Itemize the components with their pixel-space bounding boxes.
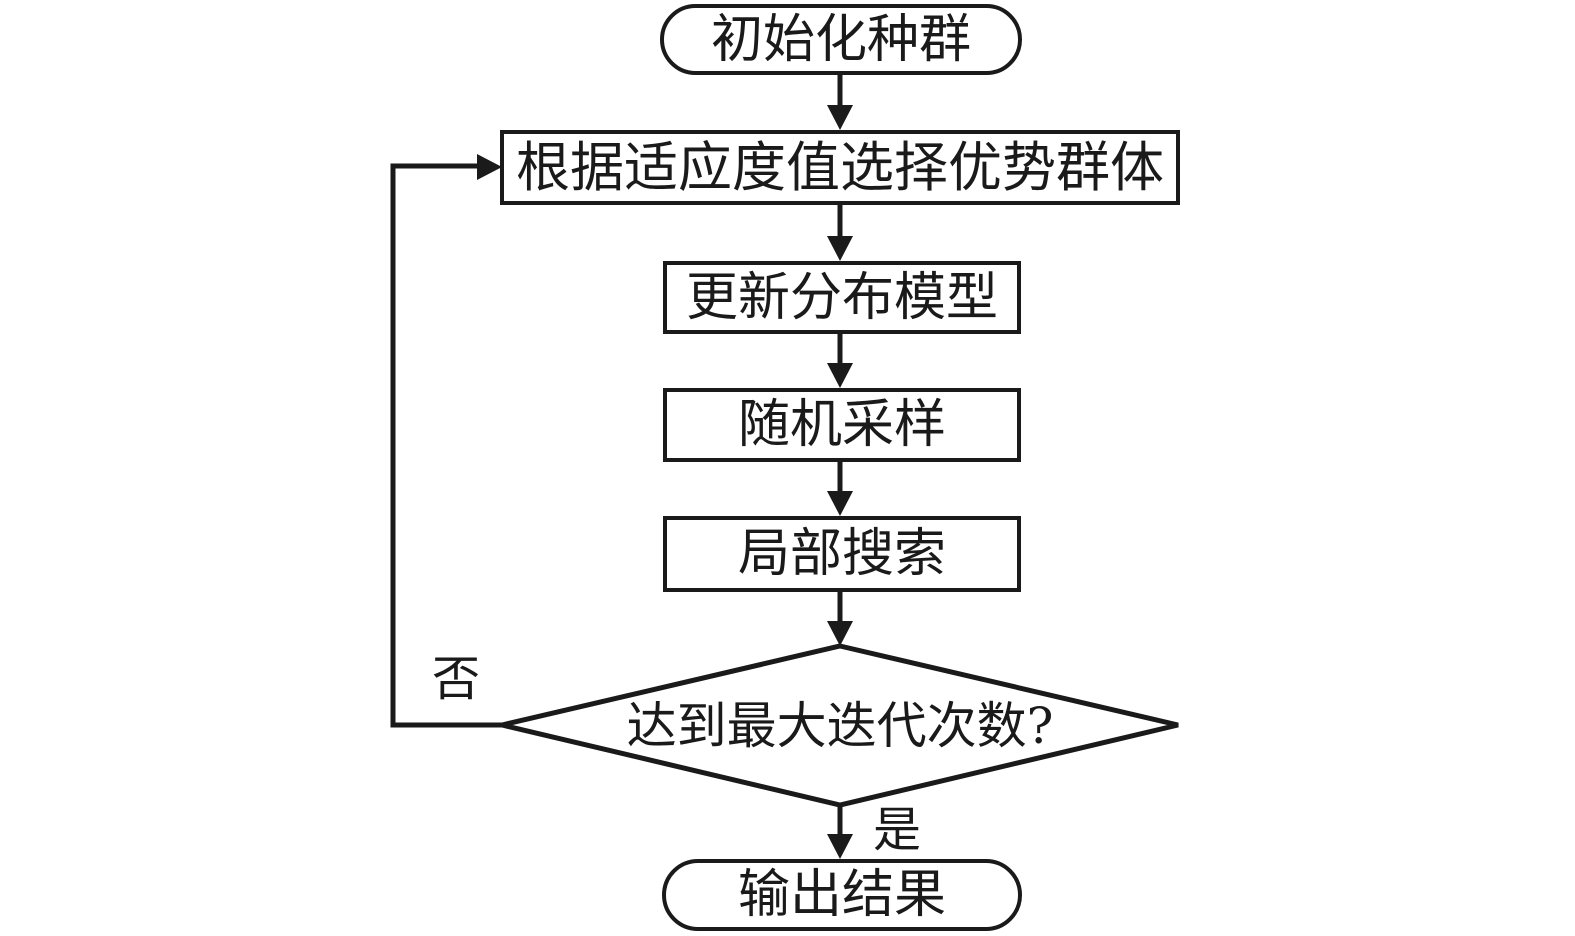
node-output: 输出结果 xyxy=(662,859,1022,931)
branch-label-yes-text: 是 xyxy=(873,802,922,858)
node-output-label: 输出结果 xyxy=(737,865,946,925)
branch-label-no: 否 xyxy=(432,655,480,703)
node-start-label: 初始化种群 xyxy=(710,9,971,70)
arrowhead-into-select xyxy=(827,105,853,130)
node-start: 初始化种群 xyxy=(660,4,1022,75)
arrowhead-into-localsearch xyxy=(827,491,853,516)
decision-diamond-shape xyxy=(501,643,1179,808)
arrowhead-into-update xyxy=(827,236,853,261)
arrowhead-loop-into-select xyxy=(477,154,502,180)
arrowhead-into-decision xyxy=(827,621,853,646)
node-max-iterations: 达到最大迭代次数? xyxy=(540,646,1140,805)
node-random-sampling: 随机采样 xyxy=(663,388,1021,462)
node-update-model: 更新分布模型 xyxy=(663,261,1021,334)
node-select-elite-label: 根据适应度值选择优势群体 xyxy=(516,135,1164,199)
node-update-model-label: 更新分布模型 xyxy=(685,267,998,328)
node-max-iterations-label: 达到最大迭代次数? xyxy=(626,696,1054,755)
node-local-search: 局部搜索 xyxy=(663,516,1021,592)
node-local-search-label: 局部搜索 xyxy=(737,524,946,584)
node-random-sampling-label: 随机采样 xyxy=(737,395,946,455)
node-select-elite: 根据适应度值选择优势群体 xyxy=(500,130,1180,205)
arrowhead-into-output xyxy=(827,834,853,859)
arrowhead-into-sampling xyxy=(827,363,853,388)
branch-label-no-text: 否 xyxy=(432,651,481,707)
edge-decision-loop-to-select xyxy=(390,163,502,728)
branch-label-yes: 是 xyxy=(873,806,921,854)
